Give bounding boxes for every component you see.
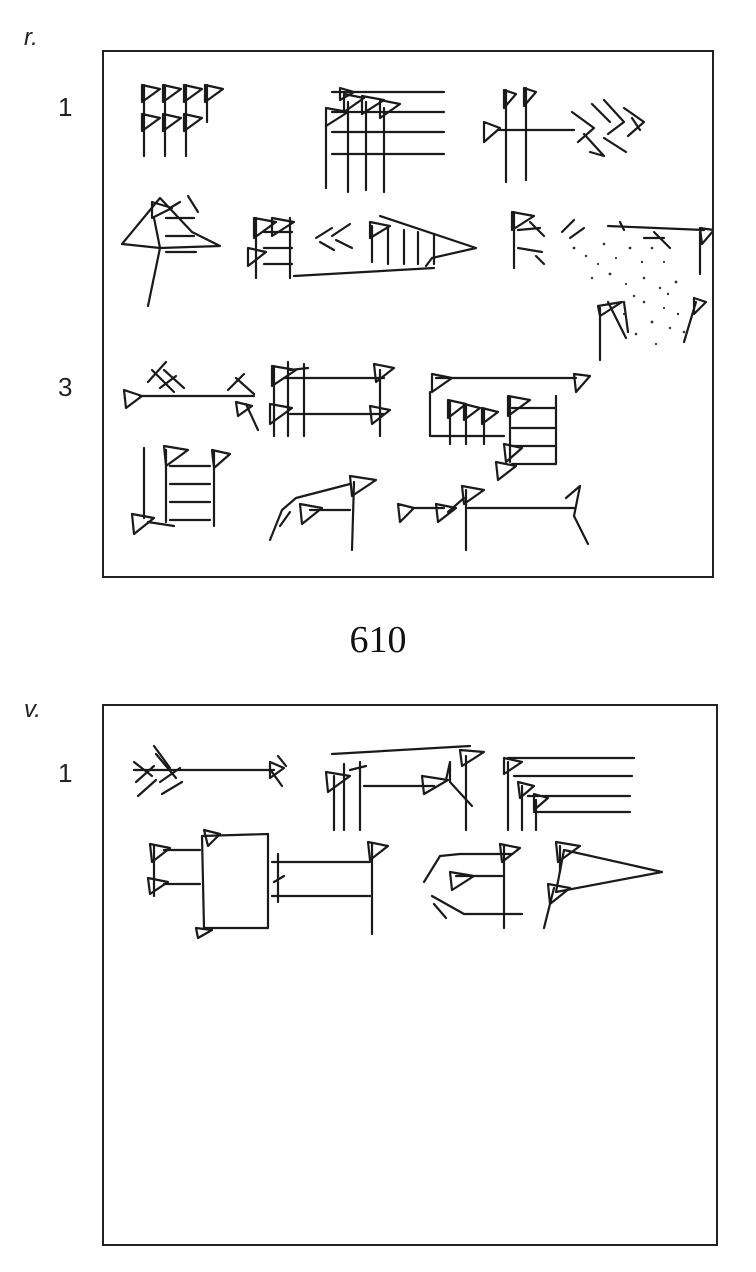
cuneiform-sign <box>268 474 378 552</box>
cuneiform-sign <box>268 360 396 438</box>
obverse-side-label: r. <box>24 24 38 51</box>
cuneiform-sign <box>122 360 260 432</box>
cuneiform-sign <box>428 372 592 482</box>
cuneiform-sign <box>396 484 590 552</box>
cuneiform-sign <box>132 744 288 798</box>
cuneiform-sign <box>120 194 222 308</box>
reverse-tablet-frame <box>102 704 718 1246</box>
tablet-number: 610 <box>349 619 407 661</box>
cuneiform-sign <box>510 210 712 362</box>
cuneiform-sign <box>502 756 636 832</box>
obverse-line-number-1: 1 <box>58 92 73 122</box>
cuneiform-sign <box>246 214 478 280</box>
obverse-line-number-3: 3 <box>58 372 73 402</box>
damaged-area <box>572 242 686 346</box>
cuneiform-sign <box>140 83 225 158</box>
cuneiform-sign <box>130 444 232 536</box>
reverse-cuneiform-drawing <box>132 744 664 940</box>
cuneiform-sign <box>324 744 486 832</box>
reverse-side-label: v. <box>24 696 41 723</box>
cuneiform-sign <box>324 86 446 194</box>
cuneiform-sign <box>542 840 664 930</box>
obverse-cuneiform-drawing <box>120 83 712 552</box>
cuneiform-sign <box>146 828 390 940</box>
reverse-line-number-1: 1 <box>58 758 73 788</box>
cuneiform-sign <box>482 86 646 184</box>
obverse-tablet-frame <box>102 50 714 578</box>
cuneiform-sign <box>422 842 524 930</box>
